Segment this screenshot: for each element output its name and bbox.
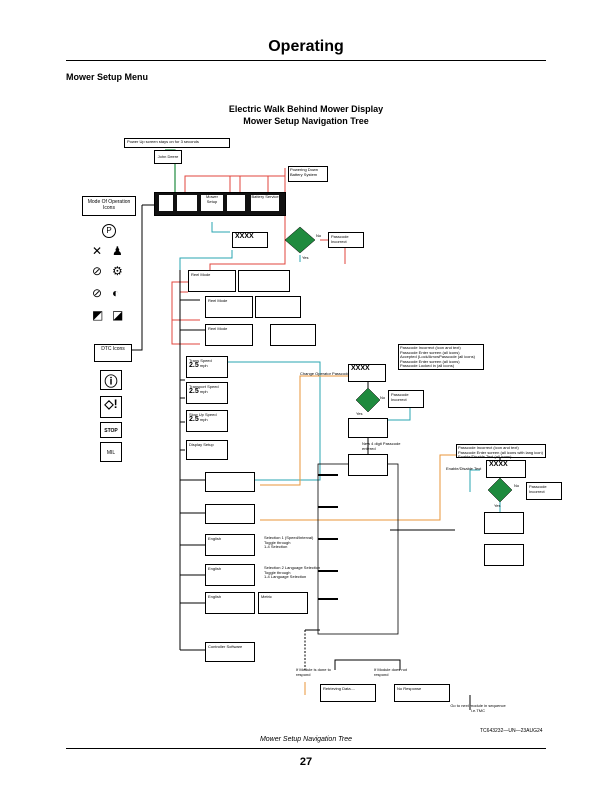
units-english-screen[interactable]: English — [205, 592, 255, 614]
decision-diamonds — [284, 226, 513, 503]
passcode-screen-2: XXXX — [348, 364, 386, 382]
drive-off-icon: ⊘ — [92, 286, 103, 300]
page-title: Operating — [268, 38, 344, 55]
mode-icons-label: Mode Of Operation Icons — [82, 196, 136, 216]
passcode-accepted-screen — [348, 418, 388, 438]
mode-icon — [159, 195, 173, 211]
reel-mode-screen-1[interactable]: Reel Mode — [188, 270, 236, 292]
main-screen-bar: Mower Setup Battery Service — [154, 192, 286, 216]
language-screen-1[interactable]: English — [205, 534, 255, 556]
module-respond-label-2: If Module does not respond — [374, 667, 407, 677]
figure-ref: TC643232—UN—23AUG24 — [480, 728, 543, 734]
battery-icon — [177, 195, 197, 211]
enable-screen — [484, 512, 524, 534]
diagram-title-1: Electric Walk Behind Mower Display — [228, 104, 384, 114]
retrieving-screen: Retrieving Data.... — [320, 684, 376, 702]
language-note-1: Selection 1 (Speed/Interval)Toggle throu… — [264, 535, 314, 550]
info-icon: ⓘ — [100, 370, 122, 390]
john-deere-logo: John Deere — [154, 150, 182, 164]
no-response-screen: No Response — [394, 684, 450, 702]
reel-speed-screen-1 — [238, 270, 290, 292]
goto-next-label: Go to next module in sequence i.e.TMC — [450, 703, 506, 713]
logo-text: John Deere — [157, 154, 179, 159]
page-number: 27 — [299, 756, 313, 768]
yes-label-1: Yes — [302, 255, 309, 260]
enable-disable-label: Enable/Disable Text — [446, 466, 482, 471]
passcode-locked-screen — [348, 454, 388, 476]
passcode-digits: XXXX — [235, 233, 254, 240]
powerup-note: Power Up screen stays on for 3 seconds — [124, 138, 230, 148]
drive-icon: ◐ — [112, 286, 120, 300]
reel-mode-screen-3[interactable]: Reel Mode — [205, 324, 253, 346]
mower-setup-tile[interactable]: Mower Setup — [201, 194, 223, 211]
yes-label-2: Yes — [356, 411, 363, 416]
passcode-notes-1: Passcode Incorrect (icon and text) Passc… — [398, 344, 484, 370]
dtc-icons-label: DTC Icons — [94, 344, 132, 362]
yes-label-3: Yes — [494, 503, 501, 508]
passcode-notes-2: Passcode Incorrect (icon and text) Passc… — [456, 444, 546, 459]
no-label-1: No — [316, 233, 322, 238]
transport-icon: ◪ — [112, 308, 124, 322]
figure-caption: Mower Setup Navigation Tree — [259, 736, 353, 743]
change-passcode-label: Change Operator Passcode — [300, 371, 350, 376]
new-passcode-label: New 4 digit Passcode entered — [362, 441, 401, 451]
footer-rule — [66, 748, 546, 749]
disable-screen — [484, 544, 524, 566]
reel-icon — [227, 195, 245, 211]
stop-icon: STOP — [100, 422, 122, 438]
no-label-2: No — [380, 395, 386, 400]
mil-icon: MIL — [100, 442, 122, 462]
reel-mode-screen-2[interactable]: Reel Mode — [205, 296, 253, 318]
mode-icon-list: P ✕ ♟ ⊘ ⚙ ⊘ ◐ ◩ ◪ — [88, 222, 138, 332]
passcode-screen-3: XXXX — [486, 460, 526, 478]
passcode-screen-1: XXXX — [232, 232, 268, 248]
operator-icon: ♟ — [112, 244, 123, 258]
passcode-incorrect-box-2: Passcode Incorrect — [388, 390, 424, 408]
header-rule — [66, 60, 546, 61]
reel-off-icon: ⊘ — [92, 264, 103, 278]
passcode-toggle-screen[interactable] — [205, 504, 255, 524]
units-metric-screen[interactable]: Metric — [258, 592, 308, 614]
no-label-3: No — [514, 483, 520, 488]
powering-down-box: Powering Down Battery System — [288, 166, 328, 182]
reel-speed-screen-3 — [270, 324, 316, 346]
battery-service-tile[interactable]: Battery Service — [251, 194, 279, 211]
passcode-incorrect-box-3: Passcode Incorrect — [526, 482, 562, 500]
module-respond-label-1: If Module is done to respond — [296, 667, 331, 677]
controller-software-screen[interactable]: Controller Software — [205, 642, 255, 662]
warning-icon: ◇! — [100, 396, 122, 418]
park-icon: P — [102, 224, 116, 238]
reel-speed-screen-2 — [255, 296, 301, 318]
passcode-setup-screen[interactable] — [205, 472, 255, 492]
passcode-incorrect-box-1: Passcode Incorrect — [328, 232, 364, 248]
display-setup-screen[interactable]: Display Setup — [186, 440, 228, 460]
transport-off-icon: ◩ — [92, 308, 104, 322]
reel-gear-icon: ⚙ — [112, 264, 123, 278]
section-title: Mower Setup Menu — [66, 72, 149, 82]
diagram-title-2: Mower Setup Navigation Tree — [243, 116, 369, 126]
operator-off-icon: ✕ — [92, 244, 103, 258]
language-screen-2[interactable]: English — [205, 564, 255, 586]
